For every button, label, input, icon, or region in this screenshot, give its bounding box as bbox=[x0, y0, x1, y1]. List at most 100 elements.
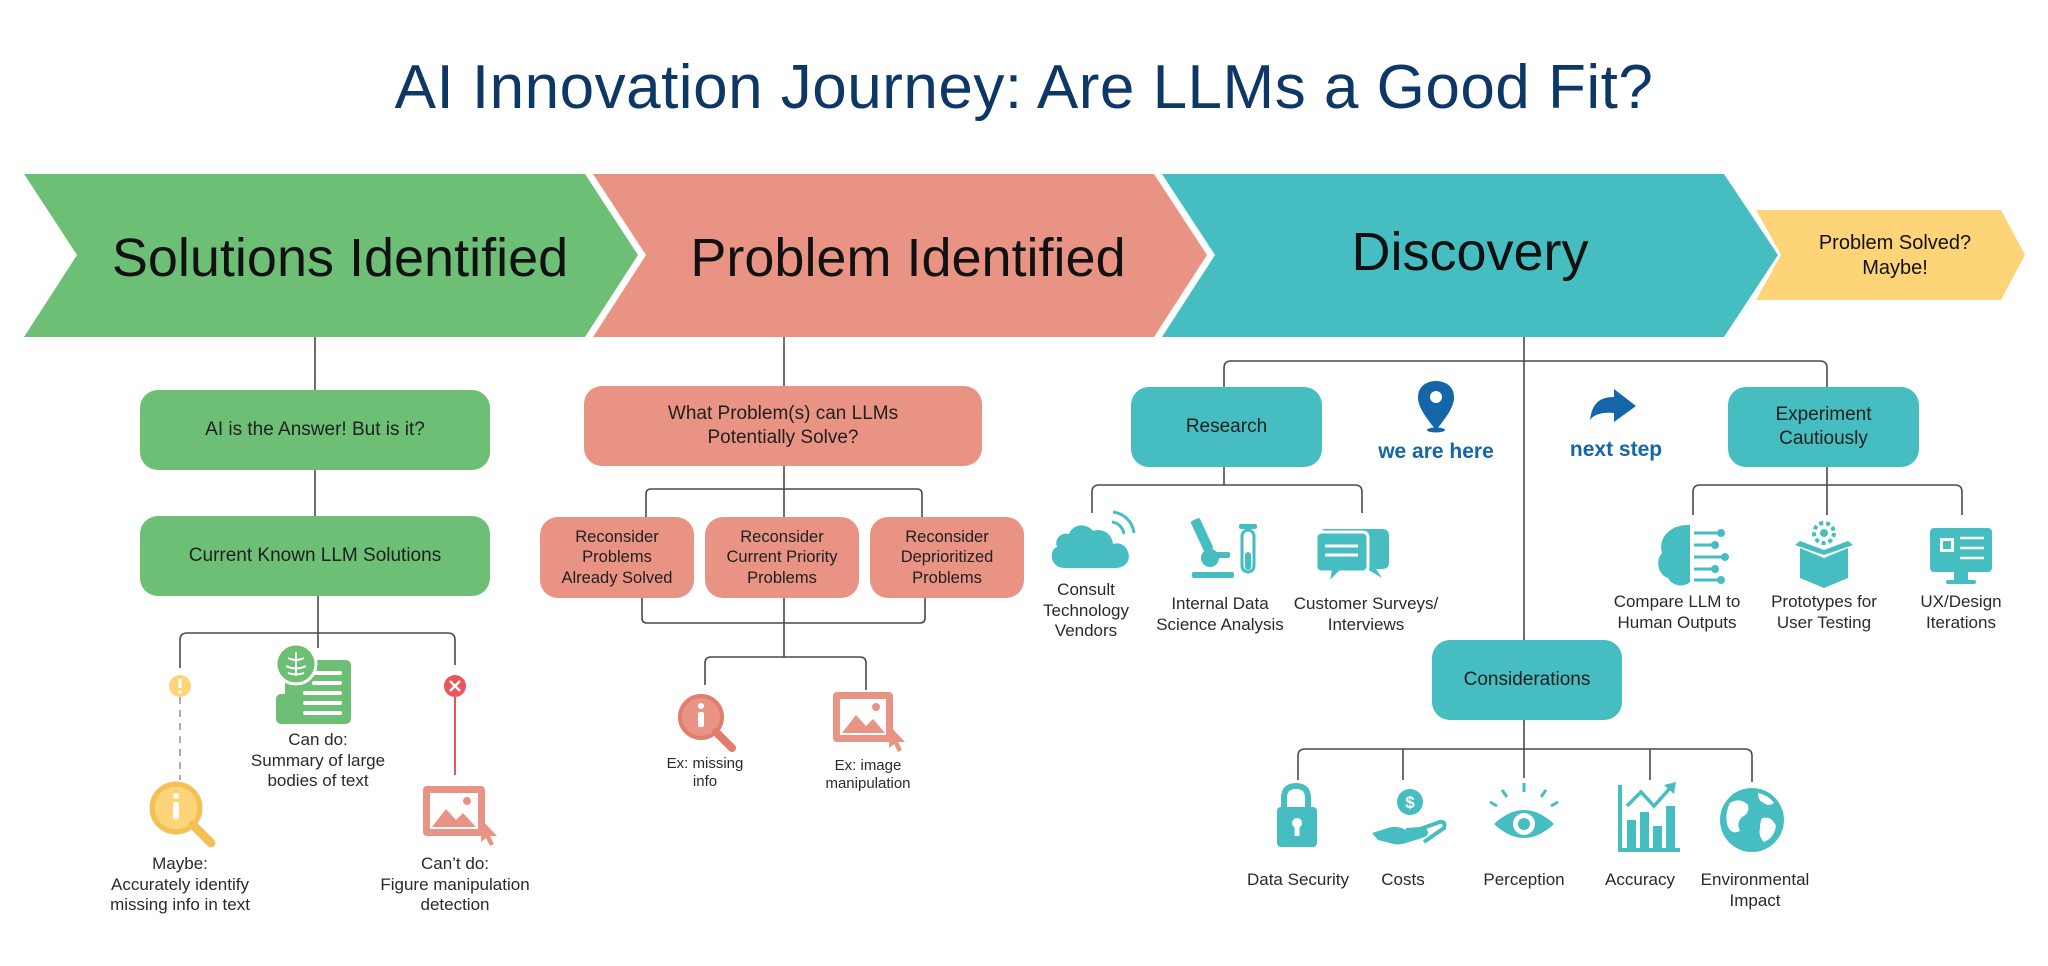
reconsider-deprioritized-line1: Reconsider bbox=[905, 527, 989, 546]
chevron-problem bbox=[593, 174, 1207, 337]
can-do-line2: Summary of large bbox=[250, 750, 386, 770]
consult-line2: Technology bbox=[1042, 600, 1129, 620]
reconsider-priority-line3: Problems bbox=[747, 568, 817, 587]
llm-problems-line2: Potentially Solve? bbox=[707, 427, 859, 448]
monitor-settings-icon bbox=[1930, 528, 1992, 584]
prototypes-label: Prototypes for User Testing bbox=[1752, 592, 1896, 633]
research-box: Research bbox=[1131, 387, 1322, 467]
svg-text:$: $ bbox=[1405, 793, 1415, 812]
reconsider-priority-line1: Reconsider bbox=[740, 527, 824, 546]
document-brain-icon bbox=[274, 642, 351, 724]
surveys-line1: Customer Surveys/ bbox=[1293, 594, 1439, 613]
error-icon bbox=[444, 675, 466, 697]
maybe-label: Maybe: Accurately identify missing info … bbox=[80, 854, 280, 916]
ex-missing-info-line1: Ex: missing bbox=[666, 755, 744, 772]
ai-answer-box: AI is the Answer! But is it? bbox=[140, 390, 490, 470]
cant-do-line1: Can’t do: bbox=[420, 854, 490, 873]
alert-icon bbox=[169, 675, 191, 697]
accuracy-label: Accuracy bbox=[1605, 870, 1675, 889]
location-pin-icon bbox=[1418, 381, 1454, 433]
ex-image-line2: manipulation bbox=[825, 775, 911, 793]
page-title: AI Innovation Journey: Are LLMs a Good F… bbox=[394, 53, 1654, 122]
microscope-icon bbox=[1190, 518, 1257, 578]
chevron-discovery bbox=[1162, 174, 1778, 337]
cant-do-label: Can’t do: Figure manipulation detection bbox=[345, 854, 565, 916]
bar-chart-icon bbox=[1618, 782, 1680, 852]
reconsider-solved-line1: Reconsider bbox=[575, 527, 659, 546]
image-cursor-icon bbox=[423, 786, 497, 846]
padlock-icon bbox=[1277, 782, 1317, 847]
image-cursor-icon bbox=[833, 692, 905, 752]
ex-missing-info-line2: info bbox=[692, 773, 718, 791]
cant-do-line2: Figure manipulation bbox=[380, 874, 530, 894]
reconsider-solved-line3: Already Solved bbox=[561, 568, 673, 587]
reconsider-solved-box: Reconsider Problems Already Solved bbox=[540, 517, 694, 598]
maybe-line1: Maybe: bbox=[152, 854, 208, 873]
brain-circuit-icon bbox=[1658, 525, 1729, 586]
cant-do-line3: detection bbox=[420, 895, 490, 915]
reconsider-deprioritized-line3: Problems bbox=[912, 568, 982, 587]
stage-problem-label: Problem Identified bbox=[690, 228, 1126, 288]
environmental-impact-label: Environmental Impact bbox=[1690, 870, 1820, 911]
considerations-box: Considerations bbox=[1432, 640, 1622, 720]
we-are-here-label: we are here bbox=[1378, 440, 1494, 463]
reconsider-solved-line2: Problems bbox=[582, 548, 652, 567]
ux-design-label: UX/Design Iterations bbox=[1905, 592, 2017, 633]
can-do-label: Can do: Summary of large bodies of text bbox=[228, 730, 408, 792]
experiment-box: Experiment Cautiously bbox=[1728, 387, 1919, 467]
internal-analysis-label: Internal Data Science Analysis bbox=[1140, 594, 1300, 635]
chevron-solved bbox=[1756, 210, 2025, 300]
ex-image-label: Ex: image manipulation bbox=[803, 757, 933, 794]
stage-solved-label: Problem Solved? Maybe! bbox=[1780, 228, 2010, 284]
compare-llm-label: Compare LLM to Human Outputs bbox=[1600, 592, 1754, 633]
perception-label: Perception bbox=[1483, 870, 1565, 889]
stage-solutions-label: Solutions Identified bbox=[111, 228, 569, 288]
data-security-label: Data Security bbox=[1246, 870, 1350, 889]
next-step-label: next step bbox=[1569, 438, 1663, 461]
llm-problems-line1: What Problem(s) can LLMs bbox=[667, 403, 899, 425]
internal-line1: Internal Data bbox=[1171, 594, 1269, 613]
info-magnifier-icon bbox=[678, 694, 736, 752]
chevron-solutions bbox=[24, 174, 638, 337]
compare-line1: Compare LLM to bbox=[1613, 592, 1741, 611]
current-llm-solutions-box: Current Known LLM Solutions bbox=[140, 516, 490, 596]
reconsider-deprioritized-box: Reconsider Deprioritized Problems bbox=[870, 517, 1024, 598]
reconsider-deprioritized-line2: Deprioritized bbox=[900, 548, 994, 567]
reconsider-priority-box: Reconsider Current Priority Problems bbox=[705, 517, 859, 598]
reconsider-priority-line2: Current Priority bbox=[726, 548, 838, 567]
customer-surveys-label: Customer Surveys/ Interviews bbox=[1286, 594, 1446, 635]
chat-bubbles-icon bbox=[1314, 529, 1389, 589]
stage-solved-line1: Problem Solved? bbox=[1818, 232, 1972, 254]
can-do-line3: bodies of text bbox=[267, 771, 369, 791]
maybe-line2: Accurately identify bbox=[111, 874, 249, 894]
consult-vendors-label: Consult Technology Vendors bbox=[1030, 580, 1142, 642]
info-magnifier-icon bbox=[149, 781, 216, 848]
consult-line1: Consult bbox=[1057, 580, 1115, 599]
maybe-line3: missing info in text bbox=[110, 895, 250, 915]
env-line2: Impact bbox=[1729, 890, 1781, 910]
eye-icon bbox=[1489, 783, 1559, 838]
compare-line2: Human Outputs bbox=[1617, 612, 1737, 632]
ex-missing-info-label: Ex: missing info bbox=[645, 755, 765, 792]
can-do-line1: Can do: bbox=[288, 730, 348, 749]
experiment-line1: Experiment bbox=[1775, 404, 1872, 426]
prototypes-line1: Prototypes for bbox=[1771, 592, 1877, 611]
ex-image-line1: Ex: image bbox=[834, 757, 902, 774]
consult-line3: Vendors bbox=[1054, 621, 1118, 641]
experiment-line2: Cautiously bbox=[1779, 428, 1868, 449]
arrow-right-icon bbox=[1590, 389, 1636, 422]
surveys-line2: Interviews bbox=[1327, 614, 1405, 634]
ux-line2: Iterations bbox=[1926, 612, 1996, 632]
hand-coin-icon: $ bbox=[1372, 789, 1447, 845]
cloud-icon bbox=[1051, 510, 1136, 568]
internal-line2: Science Analysis bbox=[1156, 614, 1284, 634]
stage-discovery-label: Discovery bbox=[1351, 222, 1589, 282]
globe-icon bbox=[1720, 788, 1784, 852]
stage-solved-line2: Maybe! bbox=[1862, 257, 1928, 279]
gear-box-icon bbox=[1795, 521, 1853, 588]
env-line1: Environmental bbox=[1700, 870, 1810, 889]
llm-problems-box: What Problem(s) can LLMs Potentially Sol… bbox=[584, 386, 982, 466]
costs-label: Costs bbox=[1381, 870, 1425, 889]
